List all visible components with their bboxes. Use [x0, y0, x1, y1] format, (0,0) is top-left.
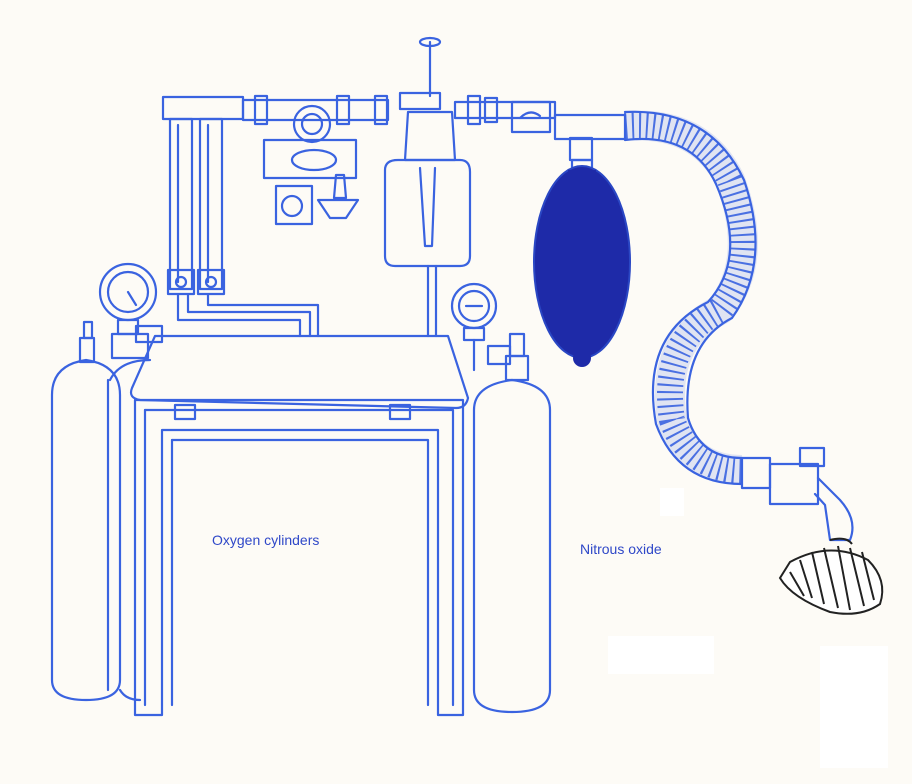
trolley — [133, 398, 465, 717]
reservoir-bag — [533, 165, 631, 367]
nitrous-oxide-gauge — [450, 282, 498, 372]
mask-patch-2 — [608, 636, 714, 674]
nitrous-oxide-label: Nitrous oxide — [580, 541, 662, 557]
oxygen-cylinders-label: Oxygen cylinders — [212, 532, 320, 548]
corrugated-tube — [623, 110, 758, 486]
mask-patch-1 — [660, 488, 684, 516]
mask-patch-3 — [820, 646, 888, 768]
face-mask — [778, 537, 884, 615]
oxygen-cylinder — [50, 320, 152, 702]
mask-fittings — [740, 446, 854, 542]
control-unit — [262, 104, 360, 226]
flowmeter-bank — [161, 95, 320, 338]
vaporizer — [383, 36, 472, 338]
work-surface — [129, 334, 470, 410]
back-bar — [241, 94, 627, 141]
nitrous-oxide-cylinder — [472, 332, 552, 714]
oxygen-gauge — [98, 262, 164, 360]
